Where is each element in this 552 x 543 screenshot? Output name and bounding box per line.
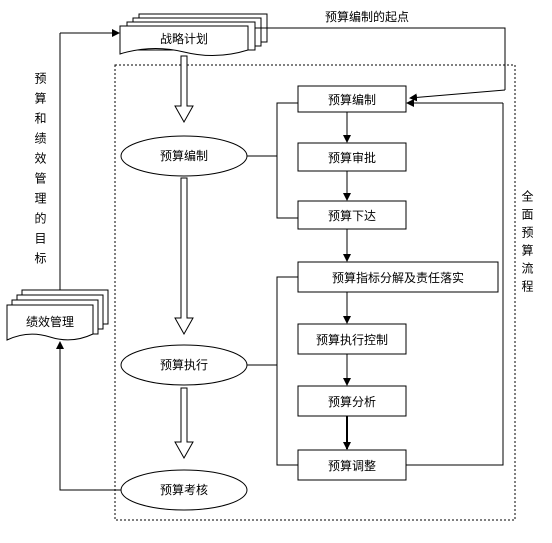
bracket-group-2 [247,276,298,466]
assessment-to-performance-line [56,341,121,491]
ellipse-budget-making-label: 预算编制 [160,148,208,163]
strategy-plan-label: 战略计划 [160,31,208,46]
start-connector [255,27,506,90]
performance-mgmt-document: 绩效管理 [6,289,109,341]
hollow-arrow-2 [174,177,194,336]
ellipse-budget-assessment-label: 预算考核 [160,482,208,497]
ellipse-budget-execution-label: 预算执行 [160,357,208,372]
step-approve-label: 预算审批 [328,150,376,165]
step-analyze-label: 预算分析 [328,394,376,409]
step-box-adjust [297,449,407,481]
feedback-loop-line [406,103,504,466]
start-connector-arrow [409,89,506,102]
left-vertical-label: 预算和绩效管理的目标 [33,72,47,272]
step-box-analyze [297,385,407,417]
step-compile-label: 预算编制 [328,92,376,107]
step-box-decompose [297,261,499,293]
step-decompose-label: 预算指标分解及责任落实 [332,270,464,285]
step-control-label: 预算执行控制 [316,332,388,347]
step-adjust-label: 预算调整 [328,458,376,473]
hollow-arrow-1 [174,55,194,124]
budget-start-label: 预算编制的起点 [325,9,409,24]
performance-mgmt-label: 绩效管理 [26,314,74,329]
step-box-compile [297,85,407,113]
strategy-plan-document: 战略计划 [119,13,268,57]
step-box-approve [297,142,407,172]
overall-process-boundary [114,64,516,521]
step-issue-label: 预算下达 [328,208,376,223]
step-box-issue [297,200,407,230]
hollow-arrow-3 [174,387,194,460]
bracket-group-1 [247,102,298,219]
right-vertical-label: 全面预算流程 [520,189,534,298]
step-box-control [297,323,407,355]
